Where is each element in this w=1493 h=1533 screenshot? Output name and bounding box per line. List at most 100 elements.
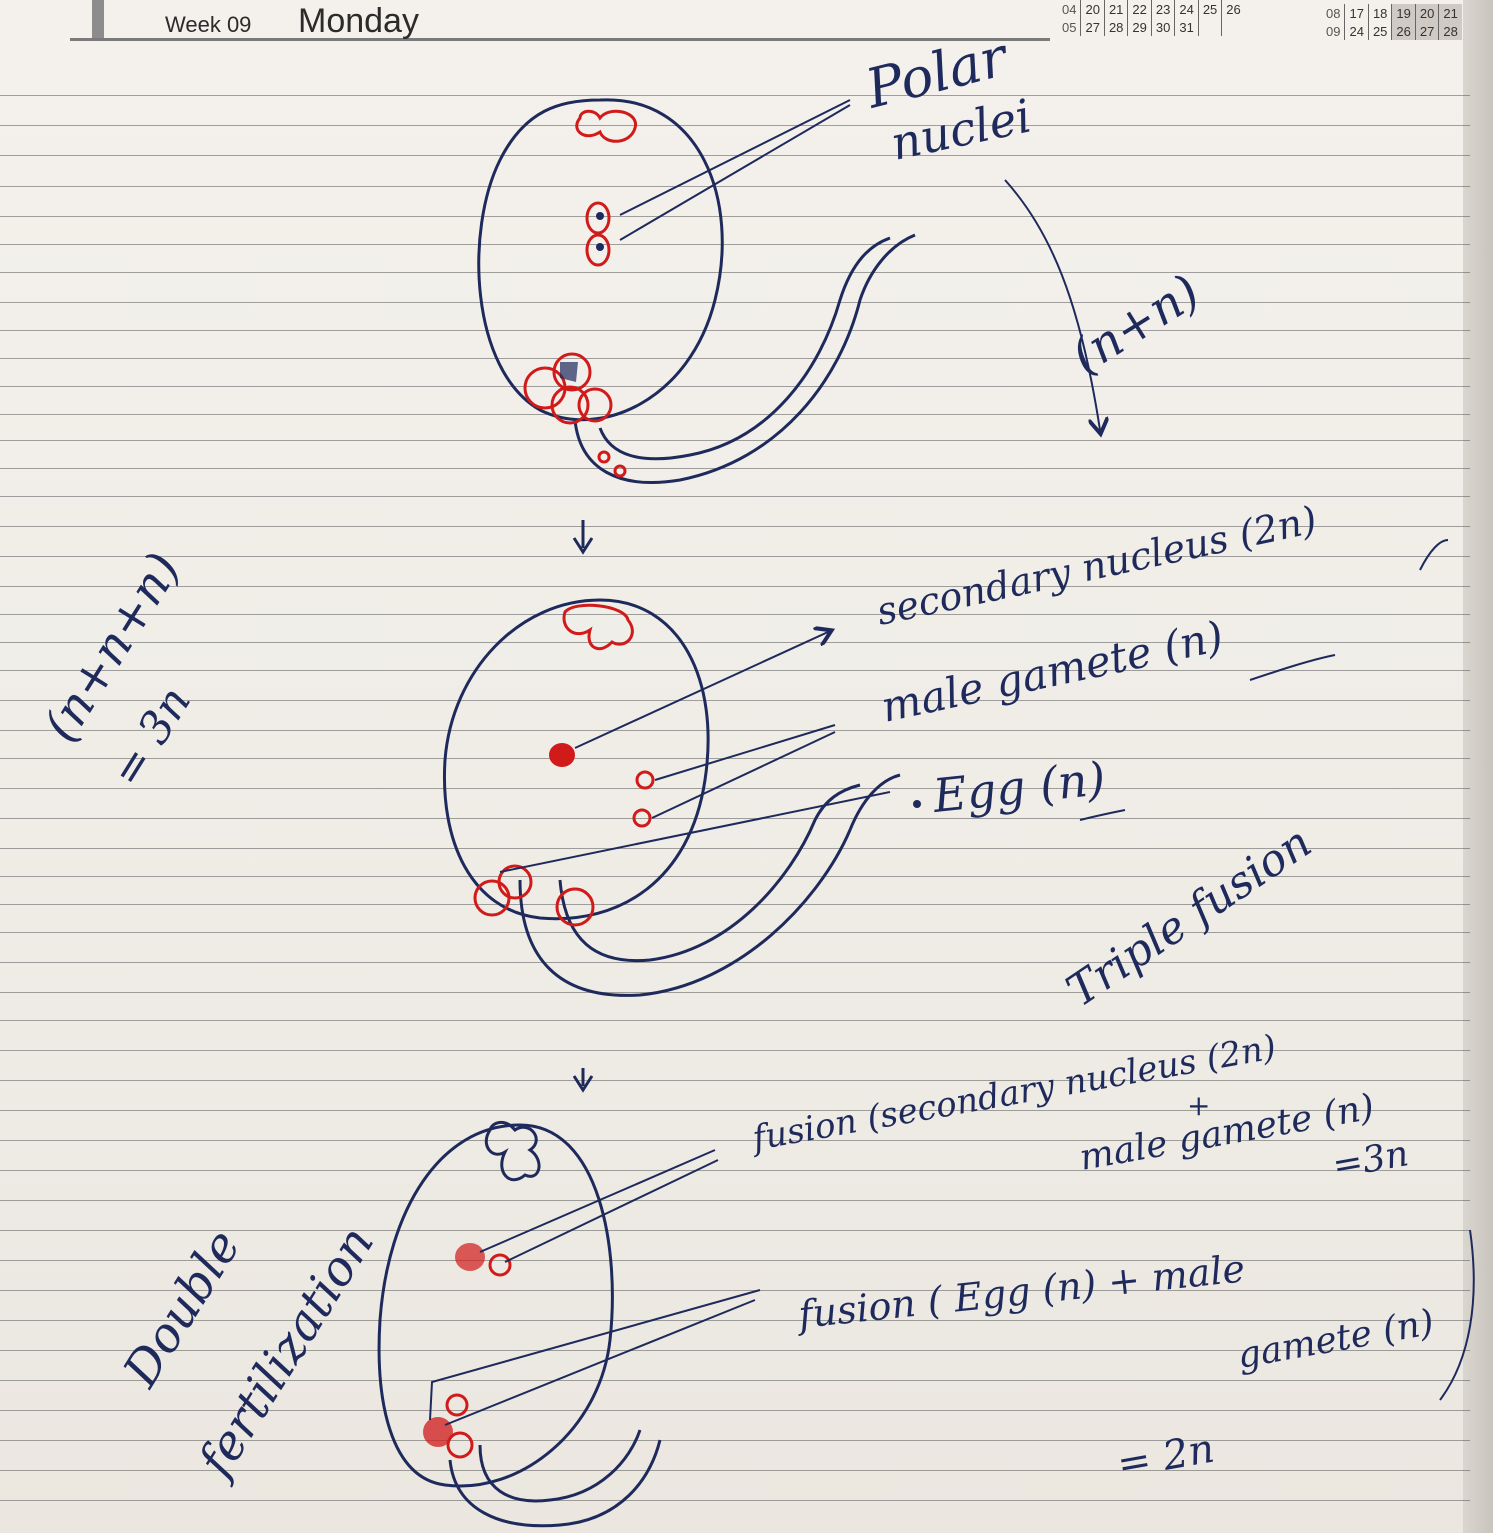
ruled-line <box>0 468 1470 469</box>
ovule-2-ink-marks <box>549 743 921 808</box>
ruled-line <box>0 788 1470 789</box>
male-gamete <box>632 808 652 828</box>
male-gamete <box>635 770 655 790</box>
ovule-1-pointers <box>619 99 1100 430</box>
calendar-cell: 22 <box>1127 0 1152 18</box>
male-gamete-label: male gamete (n) <box>877 611 1228 731</box>
synergid-cells <box>575 109 637 143</box>
pointer-line <box>444 1299 756 1426</box>
calendar-row: 05 27 28 29 30 31 <box>1058 18 1245 36</box>
calendar-cell: 26 <box>1221 0 1245 18</box>
ruled-line <box>0 272 1470 273</box>
down-arrow <box>572 520 594 555</box>
pointer-line <box>651 731 836 819</box>
ruled-line <box>0 1110 1470 1111</box>
ruled-line <box>0 876 1470 877</box>
day-label: Monday <box>298 2 419 40</box>
ruled-line <box>0 496 1470 497</box>
pollen-tube-nucleus <box>613 464 627 478</box>
ruled-line <box>0 414 1470 415</box>
calendar-cell: 29 <box>1127 18 1152 36</box>
fusion2-line-2: gamete (n) <box>1234 1302 1437 1377</box>
ovule-diagram-1 <box>477 98 916 484</box>
calendar-cell: 23 <box>1150 0 1175 18</box>
ruled-line <box>0 556 1470 557</box>
antipodal-cell <box>523 366 567 410</box>
ruled-line <box>0 125 1470 126</box>
ruled-line <box>0 1020 1470 1021</box>
ruled-line <box>0 386 1470 387</box>
fusion2-line-1: fusion ( Egg (n) + male <box>793 1246 1247 1337</box>
calendar-cell: 30 <box>1150 18 1175 36</box>
ruled-line <box>0 244 1470 245</box>
ruled-line <box>0 1170 1470 1171</box>
bracket <box>1439 1229 1475 1401</box>
ruled-line <box>0 1230 1470 1231</box>
header-rule <box>70 38 1050 41</box>
ovule-1-ink-marks <box>560 212 604 382</box>
fusion-result: =3n <box>1329 1133 1411 1187</box>
ink-dot <box>913 800 921 808</box>
polar-fusion-formula: (n+n) <box>1062 264 1210 385</box>
down-arrow <box>572 1068 594 1093</box>
calendar-cell: 19 <box>1391 4 1416 22</box>
synergid-cells <box>484 1121 541 1182</box>
calendar-cell: 26 <box>1391 22 1416 40</box>
pollen-tube <box>573 233 916 484</box>
ovule-2-cells <box>473 603 655 927</box>
page-edge <box>1463 0 1493 1533</box>
ruled-line <box>0 1410 1470 1411</box>
ruled-line <box>0 1290 1470 1291</box>
nucleus-dot <box>596 243 604 251</box>
ruled-line <box>0 932 1470 933</box>
calendar-cell: 20 <box>1414 4 1439 22</box>
ruled-line <box>0 818 1470 819</box>
pointer-line <box>479 1149 716 1253</box>
pollen-tube <box>518 773 901 997</box>
pollen-tube <box>448 1439 662 1528</box>
calendar-cell: 28 <box>1103 18 1128 36</box>
ruled-line <box>0 1320 1470 1321</box>
calendar-cell: 21 <box>1103 0 1128 18</box>
calendar-cell: 05 <box>1062 19 1077 35</box>
calendar-cell: 25 <box>1367 22 1392 40</box>
synergid-cell <box>445 1393 469 1417</box>
ruled-line <box>0 330 1470 331</box>
plus-sign: + <box>1187 1089 1210 1122</box>
antipodal-cell <box>552 352 592 392</box>
mini-calendar-right: 08 17 18 19 20 21 09 24 25 26 27 28 <box>1322 4 1462 40</box>
ruled-line <box>0 1200 1470 1201</box>
calendar-cell: 09 <box>1326 23 1341 39</box>
ruled-line <box>0 155 1470 156</box>
ruled-line <box>0 1500 1470 1501</box>
ruled-line <box>0 1260 1470 1261</box>
ruled-line <box>0 1140 1470 1141</box>
left-result: = 3n <box>101 678 201 796</box>
pollen-tube-inner <box>478 1429 642 1503</box>
ruled-line <box>0 904 1470 905</box>
calendar-cell: 08 <box>1326 5 1341 21</box>
ovule-3-cells <box>484 1121 541 1182</box>
ruled-line <box>0 614 1470 615</box>
bracket <box>1419 539 1449 571</box>
ruled-line <box>0 992 1470 993</box>
ovule-wall <box>377 1123 614 1488</box>
ovule-wall <box>477 98 724 422</box>
ruled-line <box>0 302 1470 303</box>
ruled-line <box>0 95 1470 96</box>
underline <box>1079 809 1126 821</box>
calendar-cell: 17 <box>1344 4 1369 22</box>
antipodal-cell <box>550 385 590 425</box>
underline <box>1249 654 1336 681</box>
ovule-2-pointers <box>499 632 891 873</box>
calendar-cell: 18 <box>1367 4 1392 22</box>
shaded-egg-mark <box>560 362 578 382</box>
antipodal-cell <box>497 864 533 900</box>
calendar-cell: 31 <box>1174 18 1199 36</box>
bookmark-ribbon <box>92 0 104 40</box>
decorative-strokes <box>1079 539 1475 1401</box>
nucleus-dot <box>596 212 604 220</box>
ruled-line <box>0 1470 1470 1471</box>
pollen-tube-inner <box>558 783 861 963</box>
